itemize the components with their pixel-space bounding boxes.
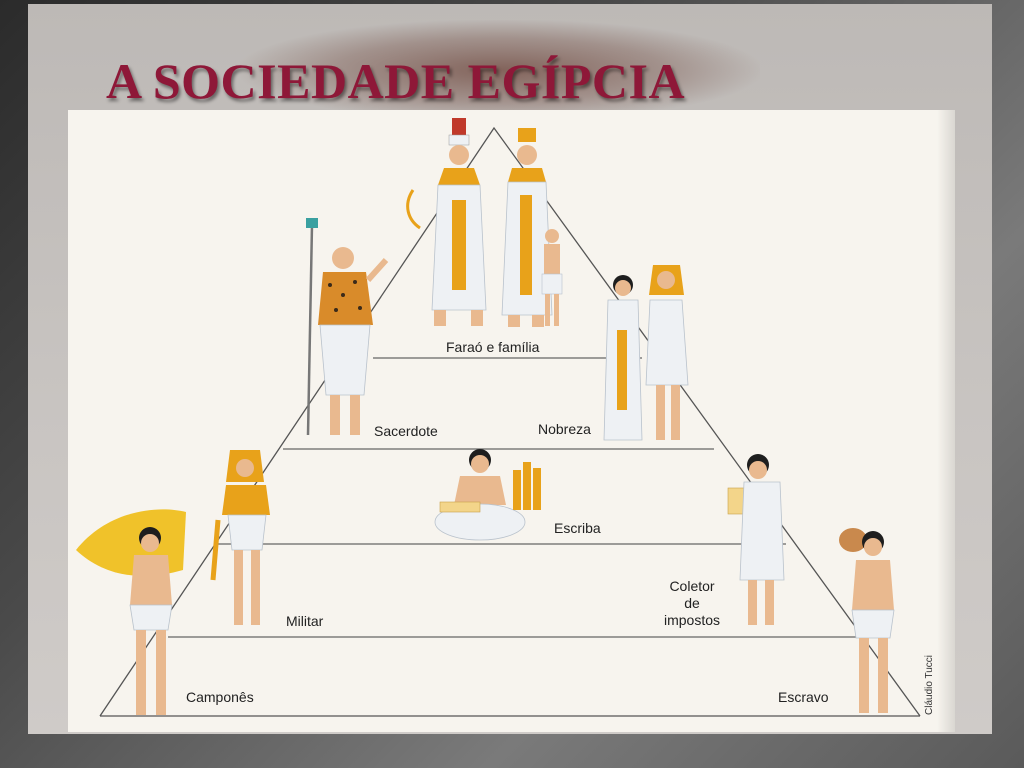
pharaoh-figure — [406, 118, 487, 326]
child-figure — [541, 229, 563, 326]
nobles-figures — [603, 265, 689, 441]
peasant-figure — [76, 509, 186, 715]
page-edge-shadow — [937, 110, 955, 732]
soldier-figure — [210, 450, 270, 625]
slide-title: A SOCIEDADE EGÍPCIA — [106, 53, 686, 109]
social-pyramid-illustration: Faraó e família Sacerdote Nobreza Escrib… — [68, 110, 955, 732]
scribe-figure — [434, 449, 541, 541]
label-campones: Camponês — [186, 689, 254, 705]
label-escravo: Escravo — [778, 689, 829, 705]
label-coletor-line2: de — [684, 595, 700, 611]
label-coletor-line1: Coletor — [669, 578, 715, 594]
label-coletor-de-impostos: Coletor de impostos — [664, 578, 720, 629]
pyramid-svg — [76, 118, 921, 717]
label-sacerdote: Sacerdote — [374, 423, 438, 439]
title-background-image — [240, 20, 760, 120]
slave-figure — [839, 528, 895, 713]
priest-figure — [306, 218, 389, 436]
label-farao-e-familia: Faraó e família — [446, 339, 540, 355]
label-coletor-line3: impostos — [664, 612, 721, 628]
label-escriba: Escriba — [554, 520, 601, 536]
illustration-credit: Cláudio Tucci — [924, 654, 935, 715]
tax-collector-figure — [727, 454, 785, 625]
queen-figure — [501, 128, 553, 327]
label-militar: Militar — [286, 613, 324, 629]
label-nobreza: Nobreza — [538, 421, 591, 437]
